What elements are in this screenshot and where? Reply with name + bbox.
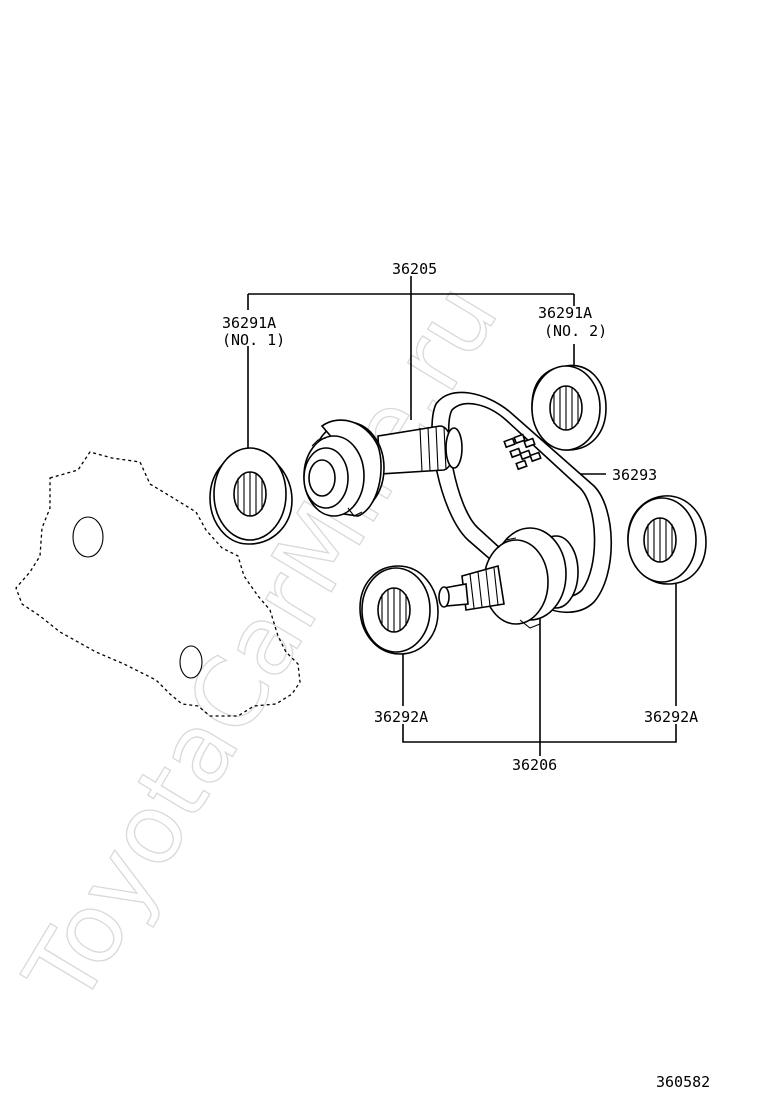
label-36291a-no1-note: (NO. 1) (222, 331, 285, 349)
label-36291a-no1: 36291A (222, 314, 276, 332)
figure-id: 360582 (656, 1073, 710, 1091)
label-36206: 36206 (512, 756, 557, 774)
label-36292a-left: 36292A (374, 708, 428, 726)
label-36291a-no2-note: (NO. 2) (544, 322, 607, 340)
label-36293: 36293 (612, 466, 657, 484)
bearing-no2 (531, 364, 607, 451)
bearing-lower-left (359, 565, 439, 655)
transmission-case (15, 451, 301, 717)
label-36292a-right: 36292A (644, 708, 698, 726)
bearing-lower-right (627, 495, 707, 585)
label-36205: 36205 (392, 260, 437, 278)
bearing-no1 (209, 447, 293, 545)
watermark-text: ToyotaCarMire.ru (3, 265, 519, 1022)
label-36291a-no2: 36291A (538, 304, 592, 322)
driven-sprocket-shaft (438, 527, 579, 629)
drive-sprocket-shaft (303, 419, 463, 517)
leader-lines (247, 276, 677, 756)
chain-links (503, 433, 542, 471)
